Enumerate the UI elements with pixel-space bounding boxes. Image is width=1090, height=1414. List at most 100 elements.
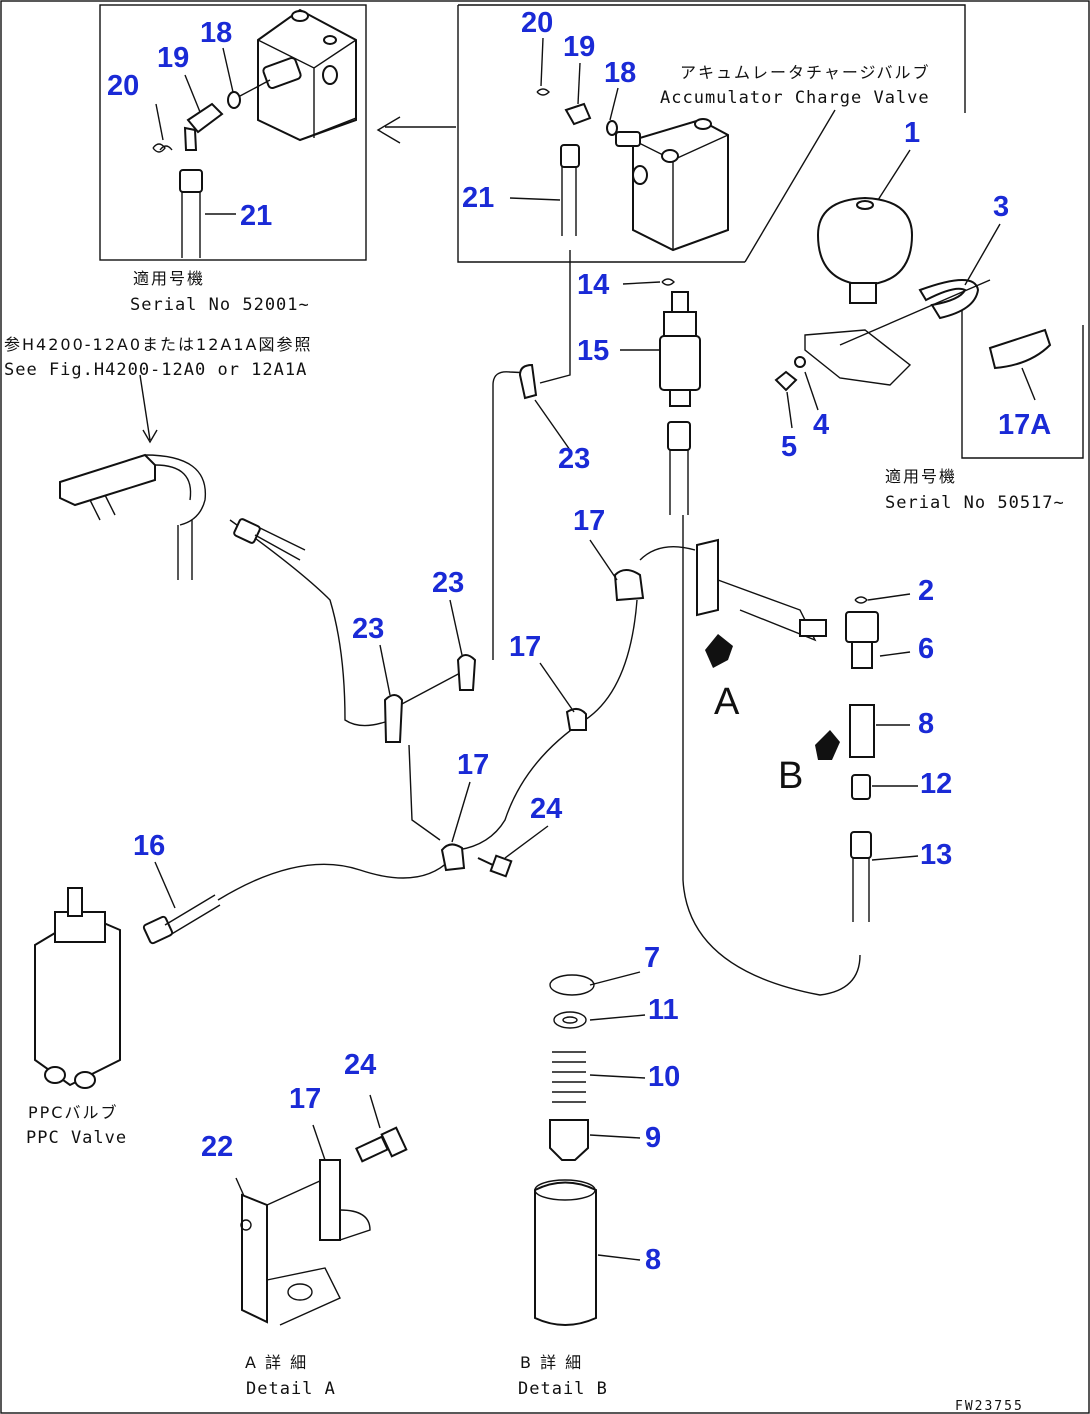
switch-6	[845, 611, 879, 669]
label-part-20-inset1: 20	[107, 70, 139, 102]
note-ppc-en: PPC Valve	[26, 1128, 127, 1148]
label-part-7: 7	[644, 942, 660, 974]
spacer-8	[849, 704, 875, 758]
label-part-9: 9	[645, 1122, 661, 1154]
label-part-13: 13	[920, 839, 952, 871]
tubing-network	[217, 250, 638, 901]
hose-vertical-main	[667, 421, 861, 996]
label-part-22: 22	[201, 1131, 233, 1163]
inset2-charge-valve	[615, 118, 729, 252]
label-part-24-lower: 24	[344, 1049, 376, 1081]
bolt-24-upper	[477, 854, 513, 878]
view-arrow-a	[705, 634, 733, 668]
bolt-5	[774, 370, 798, 392]
label-part-14: 14	[577, 269, 609, 301]
note-detail-a-en: Detail A	[246, 1379, 336, 1399]
inset2-elbow-19	[564, 102, 592, 126]
note-detail-b-en: Detail B	[518, 1379, 608, 1399]
label-part-18-inset1: 18	[200, 17, 232, 49]
hose-fitting-left	[233, 518, 306, 561]
ppc-valve	[34, 887, 121, 1089]
label-part-21-inset1: 21	[240, 200, 272, 232]
note-ref-en: See Fig.H4200-12A0 or 12A1A	[4, 360, 307, 380]
inset1-elbow-19	[183, 102, 224, 151]
note-ppc-jp: PPCバルブ	[28, 1103, 118, 1122]
inset1-oring-18	[227, 91, 241, 109]
note-serial-left-en: Serial No 52001~	[130, 295, 310, 315]
label-part-8-lower: 8	[645, 1244, 661, 1276]
inset-arrow	[376, 116, 456, 144]
accumulator-bracket	[804, 329, 912, 386]
label-part-23-top: 23	[558, 443, 590, 475]
bracket-detail-a	[696, 538, 827, 642]
label-part-6: 6	[918, 633, 934, 665]
label-part-24-upper: 24	[530, 793, 562, 825]
detail-b-drawing	[534, 974, 597, 1326]
label-part-17a: 17A	[998, 409, 1051, 441]
adapter-12	[851, 774, 871, 800]
inset1-hose-21	[179, 169, 203, 258]
leader-accumulator	[744, 109, 836, 263]
inset-box-serial-52001	[99, 4, 367, 261]
note-accumulator-jp: アキュムレータチャージバルブ	[680, 63, 931, 82]
band-3	[918, 279, 980, 320]
label-part-23-mid: 23	[432, 567, 464, 599]
washer-4	[794, 356, 806, 368]
label-part-20-inset2: 20	[521, 7, 553, 39]
note-serial-left-jp: 適用号機	[133, 269, 205, 288]
note-detail-a-jp: A 詳 細	[245, 1353, 308, 1372]
label-part-3: 3	[993, 191, 1009, 223]
note-accumulator-en: Accumulator Charge Valve	[660, 88, 930, 108]
inset2-plug-20	[536, 88, 550, 96]
inset-box-accumulator	[457, 4, 966, 263]
label-part-17-detail: 17	[289, 1083, 321, 1115]
label-part-5: 5	[781, 431, 797, 463]
view-label-a: A	[714, 681, 740, 723]
view-label-b: B	[778, 755, 803, 797]
note-detail-b-jp: B 詳 細	[520, 1353, 583, 1372]
note-serial-right-jp: 適用号機	[885, 467, 957, 486]
inset2-hose-21	[560, 144, 580, 236]
label-part-17-lower: 17	[457, 749, 489, 781]
hose-13	[850, 831, 872, 922]
accumulator-1	[816, 196, 914, 304]
hose-fitting-16	[142, 894, 221, 945]
valve-15	[659, 291, 701, 407]
clamp-17-lower	[440, 843, 466, 872]
distribution-block	[59, 453, 206, 580]
figure-code: FW23755	[955, 1399, 1024, 1414]
label-part-10: 10	[648, 1061, 680, 1093]
label-part-17-upper: 17	[573, 505, 605, 537]
label-part-12: 12	[920, 768, 952, 800]
hose-loop-upper	[639, 546, 696, 561]
clamp-23-top	[518, 363, 538, 400]
label-part-23-left: 23	[352, 613, 384, 645]
label-part-15: 15	[577, 335, 609, 367]
note-serial-right-en: Serial No 50517~	[885, 493, 1065, 513]
ref-arrow	[139, 374, 158, 444]
label-part-19-inset2: 19	[563, 31, 595, 63]
label-part-17-mid: 17	[509, 631, 541, 663]
label-part-18-inset2: 18	[604, 57, 636, 89]
label-part-4: 4	[813, 409, 829, 441]
cap-14	[661, 278, 675, 286]
inset1-plug-20	[152, 143, 173, 153]
leader-lines	[154, 37, 1036, 1261]
clamp-23-mid	[456, 654, 477, 691]
label-part-21-inset2: 21	[462, 182, 494, 214]
clamp-17a	[988, 328, 1052, 370]
label-part-2: 2	[918, 575, 934, 607]
view-arrow-b	[815, 730, 840, 760]
clamp-17-mid	[565, 708, 587, 731]
clamp-23-left	[383, 694, 404, 743]
detail-a-drawing	[240, 1126, 408, 1326]
oring-2	[854, 596, 868, 604]
label-part-8-upper: 8	[918, 708, 934, 740]
inset2-oring-18	[606, 120, 618, 136]
note-ref-jp: 参H4200-12A0または12A1A図参照	[4, 335, 312, 354]
label-part-11: 11	[648, 994, 679, 1026]
label-part-1: 1	[904, 117, 920, 149]
